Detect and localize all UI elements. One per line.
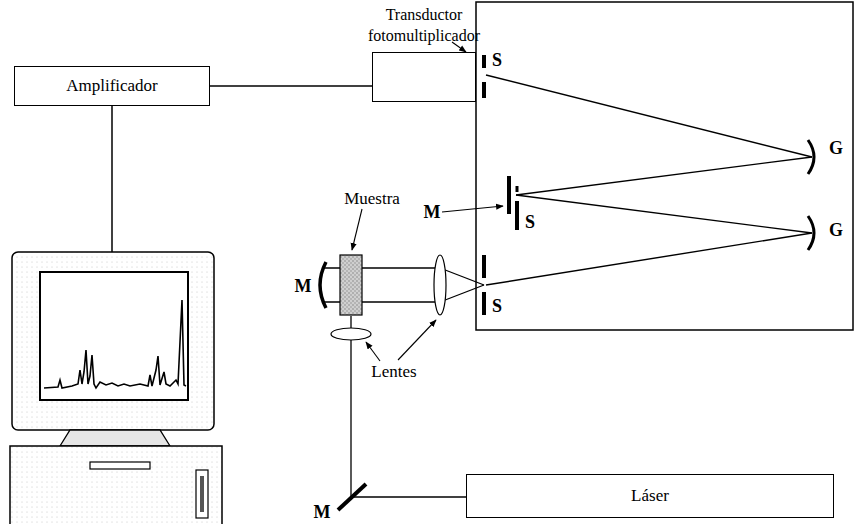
monochromator-housing — [476, 2, 853, 330]
slit-label: S — [492, 296, 502, 317]
slit-label: S — [492, 50, 502, 71]
lens-label: Lentes — [371, 362, 416, 382]
signal-wire — [210, 85, 372, 87]
sample-cell — [340, 255, 362, 315]
mirror-label: M — [314, 502, 331, 523]
lens — [331, 328, 371, 340]
cable — [111, 106, 113, 252]
laser-beam — [350, 316, 351, 328]
slit — [482, 55, 486, 98]
slit-mirror — [509, 176, 517, 230]
computer-base — [10, 446, 222, 524]
drive-bay — [196, 470, 208, 518]
spectrum — [44, 300, 186, 388]
laser-mirror — [338, 484, 366, 510]
light-path — [486, 75, 812, 285]
grating-label: G — [829, 220, 843, 241]
box-text: Amplificador — [66, 76, 158, 96]
laser-box: Láser — [466, 474, 834, 518]
laser-beam — [351, 496, 466, 497]
amplifier-box: Amplificador — [14, 66, 210, 106]
sample-label: Muestra — [344, 189, 400, 209]
mirror-label: M — [295, 276, 312, 297]
monitor-stand — [60, 430, 170, 446]
component-label: Transductor fotomultiplicador — [359, 5, 489, 47]
disk-slot — [90, 462, 150, 469]
grating — [808, 140, 814, 174]
box-text: Láser — [631, 486, 669, 506]
mirror-label: M — [424, 202, 441, 223]
back-mirror — [320, 262, 326, 308]
laser-beam — [350, 340, 351, 497]
grating-label: G — [829, 138, 843, 159]
lens — [434, 255, 446, 315]
drive-slot — [200, 476, 204, 512]
slit-label: S — [525, 212, 535, 233]
monitor — [12, 252, 214, 430]
photomultiplier-box: Transductor fotomultiplicador — [372, 52, 476, 102]
grating — [808, 216, 814, 250]
monitor-screen — [40, 272, 188, 400]
